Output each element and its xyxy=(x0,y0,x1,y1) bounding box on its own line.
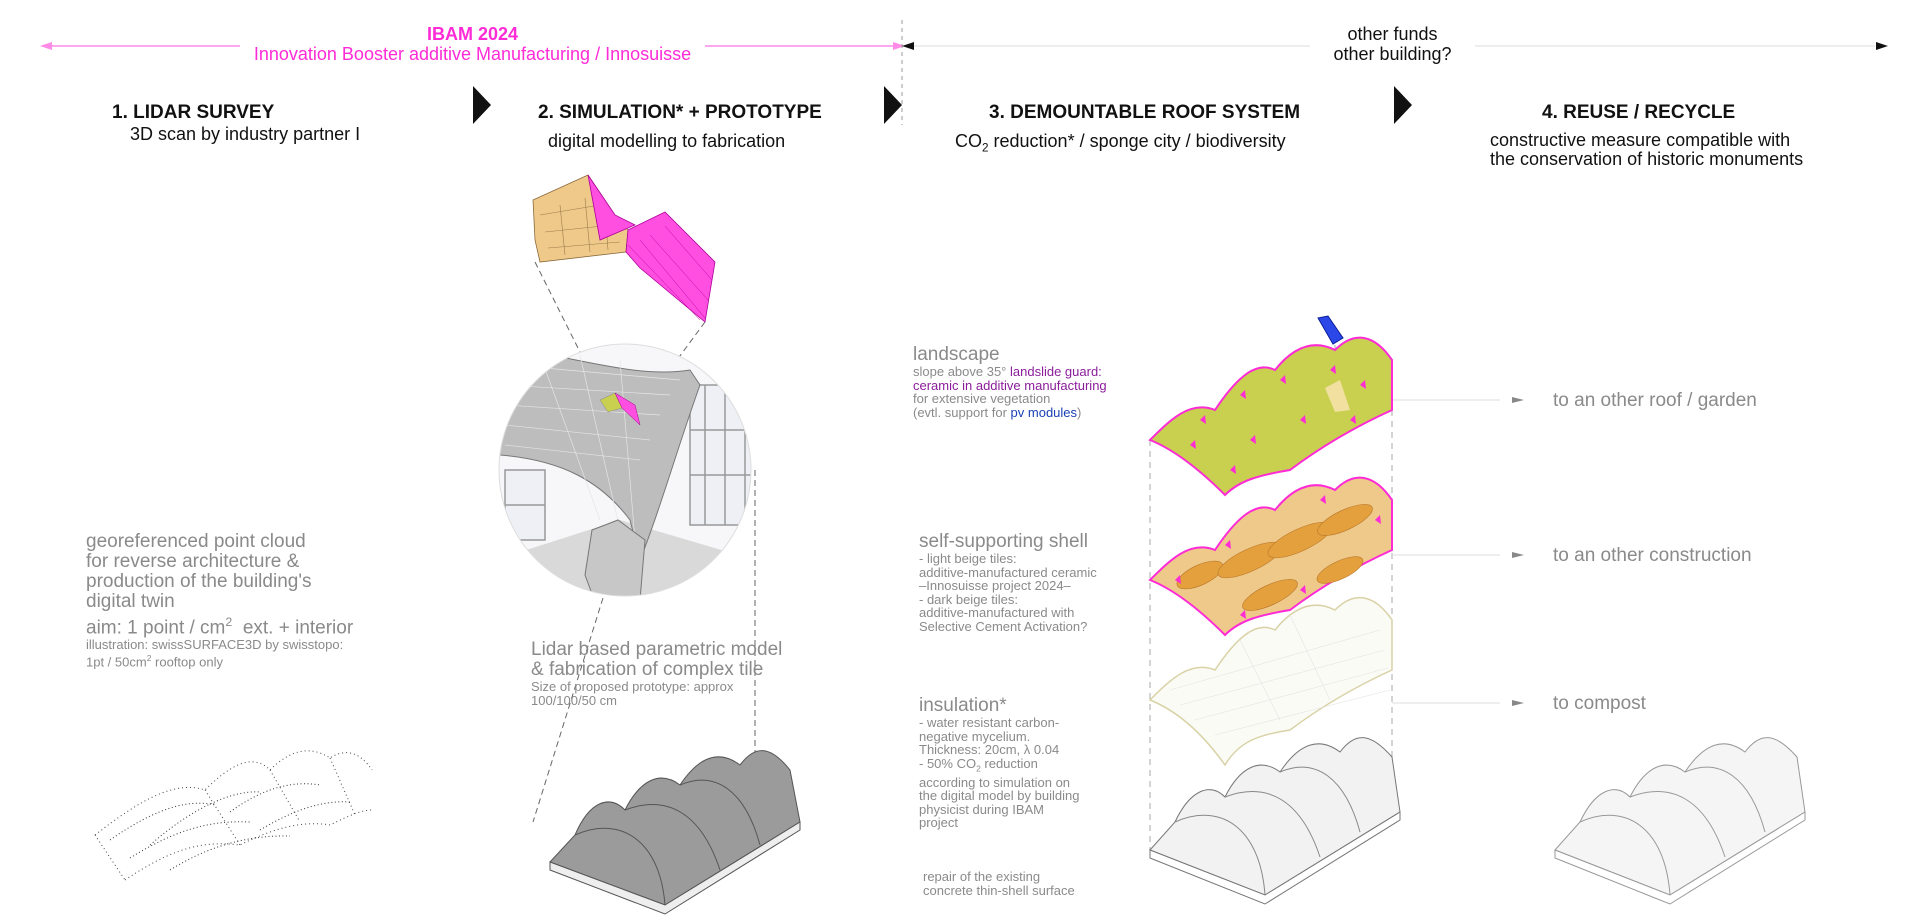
landscape-title: landscape xyxy=(913,344,1000,365)
ibam-span-arrow xyxy=(40,42,905,50)
simulation-description: Lidar based parametric model & fabricati… xyxy=(531,640,782,707)
reuse-arrow-3 xyxy=(1512,700,1524,706)
insulation-line: project xyxy=(919,815,959,831)
step-arrow-2 xyxy=(884,86,902,124)
shell-line: –Innosuisse project 2024– xyxy=(919,578,1071,593)
ibam-subtitle: Innovation Booster additive Manufacturin… xyxy=(253,44,692,64)
lidar-aim-text: aim: 1 point / cm xyxy=(86,617,226,639)
landscape-slope: slope above 35° xyxy=(913,364,1010,379)
insulation-layer xyxy=(1148,596,1393,767)
lidar-res-sup: 2 xyxy=(146,652,152,663)
shell-line: - dark beige tiles: xyxy=(919,591,1018,607)
insulation-co2-sub: 2 xyxy=(976,763,981,774)
reuse-connector-lines xyxy=(1392,399,1500,704)
shell-title: self-supporting shell xyxy=(919,531,1088,552)
lidar-aim-rest: ext. + interior xyxy=(232,617,354,639)
shell-line: additive-manufactured with xyxy=(919,605,1075,620)
simulation-building-model xyxy=(549,750,801,915)
lidar-point-cloud xyxy=(94,750,373,881)
landscape-line-1: slope above 35° landslide guard: xyxy=(913,365,1107,379)
landslide-guard: landslide guard: xyxy=(1010,364,1102,379)
landscape-pv-pre: (evtl. support for xyxy=(913,404,1011,420)
landscape-layer xyxy=(1148,336,1393,497)
prototype-tile-model xyxy=(532,174,716,323)
step-arrow-1 xyxy=(473,86,491,124)
landscape-description: landscape slope above 35° landslide guar… xyxy=(913,345,1107,419)
step-2-title: 2. SIMULATION* + PROTOTYPE xyxy=(538,102,822,123)
insulation-line: the digital model by building xyxy=(919,788,1080,804)
insulation-co2: - 50% CO xyxy=(919,755,977,771)
roof-building-model xyxy=(1149,737,1401,905)
lidar-line: georeferenced point cloud xyxy=(86,531,306,552)
repair-line: repair of the existing xyxy=(923,869,1041,884)
insulation-description: insulation* - water resistant carbon- ne… xyxy=(919,696,1079,830)
other-funds-label: other funds other building? xyxy=(1310,24,1475,64)
landscape-pv-post: ) xyxy=(1077,404,1082,420)
step-4-title: 4. REUSE / RECYCLE xyxy=(1542,102,1736,123)
repair-line: concrete thin-shell surface xyxy=(923,882,1075,898)
lidar-line: production of the building's xyxy=(86,571,312,592)
other-funds-arrow xyxy=(902,42,1888,50)
simulation-line: & fabrication of complex tile xyxy=(531,659,764,680)
simulation-line: Lidar based parametric model xyxy=(531,639,783,660)
step-arrow-3 xyxy=(1394,86,1412,124)
lidar-res-text: 1pt / 50cm xyxy=(86,654,147,670)
lidar-aim-sup: 2 xyxy=(225,615,233,629)
lidar-description: georeferenced point cloud for reverse ar… xyxy=(86,532,353,669)
landscape-ceramic: ceramic in additive manufacturing xyxy=(913,377,1107,393)
landscape-pv: (evtl. support for pv modules) xyxy=(913,404,1107,420)
landscape-vegetation: for extensive vegetation xyxy=(913,391,1051,406)
reuse-roof-garden: to an other roof / garden xyxy=(1553,390,1757,411)
prototype-size-value: 100/100/50 cm xyxy=(531,692,618,708)
lidar-line: for reverse architecture & xyxy=(86,551,300,572)
co2-label: CO xyxy=(955,131,982,151)
lidar-resolution: 1pt / 50cm2 rooftop only xyxy=(86,652,353,669)
insulation-line: physicist during IBAM xyxy=(919,801,1044,817)
step-3-title: 3. DEMOUNTABLE ROOF SYSTEM xyxy=(989,102,1301,123)
insulation-co2-rest: reduction xyxy=(980,755,1038,771)
reuse-construction: to an other construction xyxy=(1553,545,1752,566)
insulation-line: - water resistant carbon- xyxy=(919,715,1060,730)
step-4-subtitle-line1: constructive measure compatible with xyxy=(1490,130,1791,150)
reuse-arrow-2 xyxy=(1512,552,1524,558)
step-1-subtitle: 3D scan by industry partner I xyxy=(130,124,361,144)
repair-description: repair of the existing concrete thin-she… xyxy=(923,870,1075,897)
shell-line: - light beige tiles: xyxy=(919,551,1017,566)
step-4-subtitle: constructive measure compatible with the… xyxy=(1490,131,1803,169)
lidar-res-rest: rooftop only xyxy=(151,654,223,670)
reuse-building-model xyxy=(1554,737,1806,905)
other-funds-line: other funds xyxy=(1347,24,1438,44)
reuse-compost: to compost xyxy=(1553,693,1646,714)
pv-modules-label: pv modules xyxy=(1010,404,1078,420)
shell-description: self-supporting shell - light beige tile… xyxy=(919,532,1097,633)
lidar-aim: aim: 1 point / cm2 ext. + interior xyxy=(86,612,353,638)
insulation-co2-line: - 50% CO2 reduction xyxy=(919,755,1079,776)
lidar-illustration-credit: illustration: swissSURFACE3D by swisstop… xyxy=(86,637,344,653)
step-3-subtitle: CO2 reduction* / sponge city / biodivers… xyxy=(955,131,1286,155)
self-supporting-shell-layer xyxy=(1148,476,1393,637)
step-1-title: 1. LIDAR SURVEY xyxy=(112,102,275,123)
reuse-arrow-1 xyxy=(1512,397,1524,403)
step-4-subtitle-line2: the conservation of historic monuments xyxy=(1490,149,1804,169)
lidar-line: digital twin xyxy=(86,591,175,612)
interior-detail-circle xyxy=(499,344,751,596)
step-3-subtitle-rest: reduction* / sponge city / biodiversity xyxy=(988,131,1286,151)
step-2-subtitle: digital modelling to fabrication xyxy=(548,131,786,151)
shell-line: additive-manufactured ceramic xyxy=(919,564,1097,580)
insulation-line: Thickness: 20cm, λ 0.04 xyxy=(919,742,1060,757)
insulation-line: according to simulation on xyxy=(919,774,1071,790)
pv-module xyxy=(1317,315,1344,345)
co2-subscript: 2 xyxy=(982,141,989,155)
ibam-title: IBAM 2024 xyxy=(426,24,519,44)
prototype-size-label: Size of proposed prototype: approx xyxy=(531,679,734,694)
insulation-title: insulation* xyxy=(919,695,1007,716)
other-building-line: other building? xyxy=(1333,44,1452,64)
shell-line: Selective Cement Activation? xyxy=(919,618,1088,634)
insulation-line: negative mycelium. xyxy=(919,728,1031,744)
